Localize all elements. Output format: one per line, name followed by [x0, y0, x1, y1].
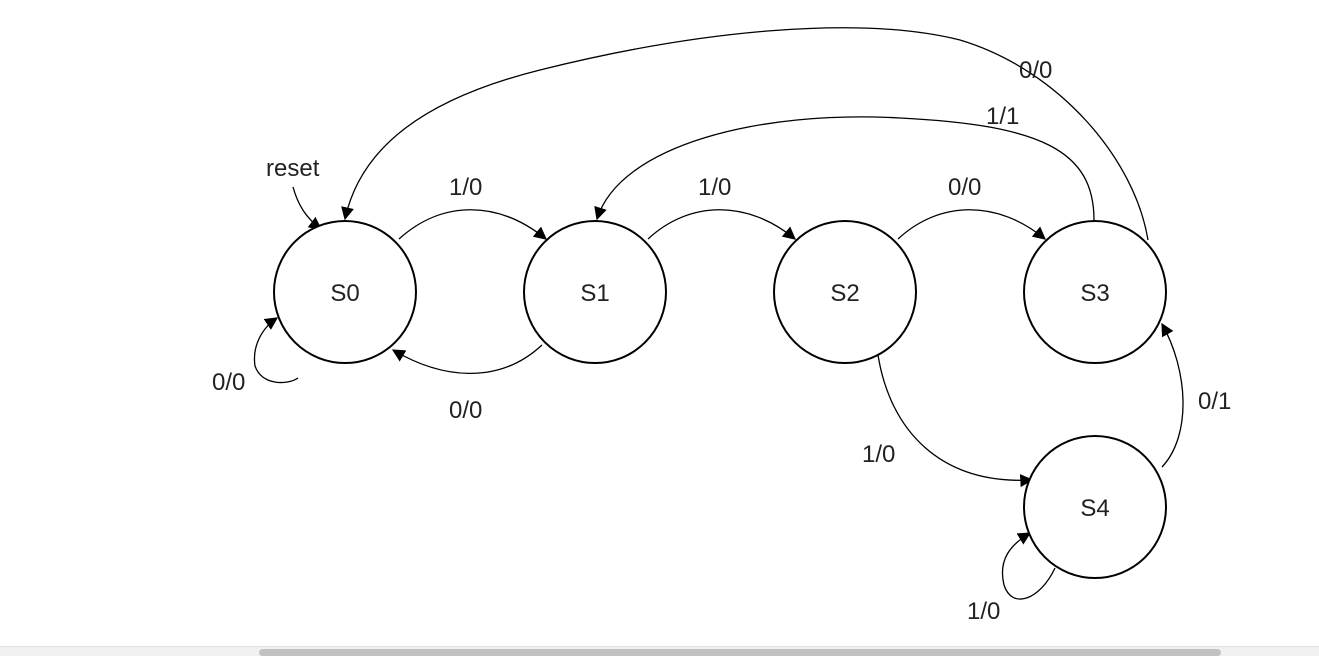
state-label: S3 [1080, 280, 1109, 307]
state-s2: S2 [773, 220, 917, 364]
edge-s3-s0 [341, 27, 1149, 241]
state-s3: S3 [1023, 220, 1167, 364]
edge-label-s3-s0: 0/0 [1019, 57, 1052, 84]
edge-s0-s1 [398, 209, 548, 240]
states: S0 S1 S2 S3 S4 [273, 220, 1167, 579]
edge-s4-s4 [1001, 532, 1056, 600]
state-label: S0 [330, 280, 359, 307]
reset-arrow [292, 186, 323, 230]
state-s0: S0 [273, 220, 417, 364]
state-label: S1 [580, 280, 609, 307]
edge-s2-s4 [877, 354, 1034, 488]
scrollbar-thumb[interactable] [259, 649, 1221, 656]
edge-s1-s0 [391, 344, 543, 375]
reset-label: reset [266, 155, 320, 182]
edge-label-s1-s0: 0/0 [449, 397, 482, 424]
edge-labels: reset 0/0 1/0 0/0 1/0 0/0 1/0 1/1 0/0 0/… [212, 57, 1231, 625]
edge-label-s2-s4: 1/0 [862, 441, 895, 468]
state-s1: S1 [523, 220, 667, 364]
horizontal-scrollbar[interactable] [0, 646, 1319, 656]
state-label: S4 [1080, 495, 1109, 522]
edge-label-s2-s3: 0/0 [948, 174, 981, 201]
edge-label-s4-s4: 1/0 [967, 598, 1000, 625]
edge-label-s0-s0: 0/0 [212, 369, 245, 396]
edge-label-s0-s1: 1/0 [449, 174, 482, 201]
edge-s0-s0 [253, 317, 299, 384]
edge-label-s1-s2: 1/0 [698, 174, 731, 201]
edge-label-s4-s3: 0/1 [1198, 388, 1231, 415]
state-s4: S4 [1023, 435, 1167, 579]
edge-label-s3-s1: 1/1 [986, 103, 1019, 130]
transitions [253, 27, 1184, 600]
edge-s2-s3 [897, 209, 1047, 240]
edge-s3-s1 [594, 116, 1095, 221]
edge-s4-s3 [1161, 322, 1184, 468]
edge-s1-s2 [647, 209, 797, 240]
state-label: S2 [830, 280, 859, 307]
